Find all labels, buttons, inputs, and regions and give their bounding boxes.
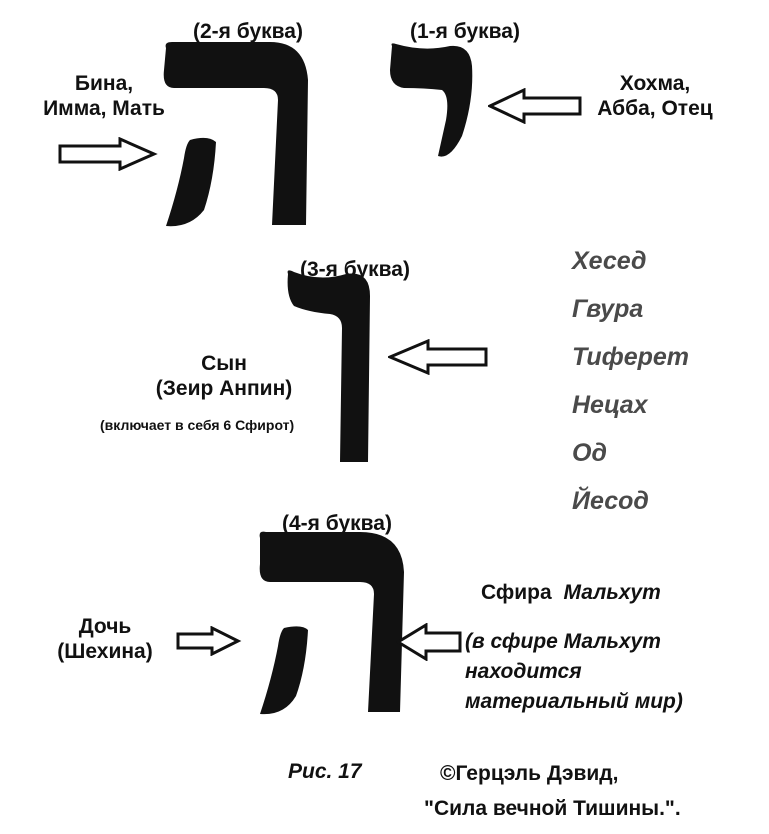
letter3-note: (включает в себя 6 Сфирот)	[100, 417, 295, 433]
letter4-label-line1: Дочь	[78, 615, 132, 638]
copyright-line: ©Герцэль Дэвид,	[440, 762, 619, 785]
sefira-netzach: Нецах	[572, 391, 648, 419]
letter4-label: Дочь (Шехина)	[40, 615, 170, 665]
letter2-label-line2: Имма, Мать	[43, 96, 165, 120]
letter1-label: Хохма, Абба, Отец	[580, 72, 730, 122]
he-letter-bottom	[259, 531, 404, 715]
arrow-left-icon	[388, 339, 488, 375]
malkhut-note-line2: находится	[465, 660, 582, 683]
figure-caption: Рис. 17	[288, 760, 362, 783]
malkhut-note-line1: (в сфире Мальхут	[465, 630, 661, 653]
letter2-caption: (2-я буква)	[193, 20, 303, 43]
sefira-yesod: Йесод	[572, 487, 649, 515]
yod-letter	[390, 43, 473, 157]
malkhut-note: (в сфире Мальхут находится материальный …	[465, 627, 683, 717]
vav-letter	[287, 270, 370, 462]
letter3-label-line1: Сын	[201, 352, 247, 375]
sefira-tiferet: Тиферет	[572, 343, 690, 371]
letter2-label-line1: Бина,	[74, 72, 134, 95]
sefira-hod: Од	[572, 439, 607, 467]
arrow-left-icon	[488, 88, 582, 124]
sefira-gevura: Гвура	[572, 295, 644, 323]
malkhut-heading: Сфира Мальхут	[481, 581, 661, 606]
letter3-label: Сын (Зеир Анпин)	[144, 352, 304, 402]
letter1-label-line2: Абба, Отец	[597, 96, 713, 120]
arrow-right-icon	[58, 137, 158, 171]
sefira-chesed: Хесед	[572, 247, 647, 275]
he-letter-top	[163, 42, 308, 227]
malkhut-name: Мальхут	[563, 581, 661, 604]
letter1-label-line1: Хохма,	[619, 72, 691, 95]
letter3-caption: (3-я буква)	[300, 258, 410, 281]
letter3-label-line2: (Зеир Анпин)	[155, 376, 293, 400]
letter4-caption: (4-я буква)	[282, 512, 392, 535]
letter1-caption: (1-я буква)	[410, 20, 520, 43]
letter2-label: Бина, Имма, Мать	[34, 72, 174, 122]
book-title: "Сила вечной Тишины.".	[424, 797, 681, 820]
letter4-label-line2: (Шехина)	[57, 639, 153, 663]
malkhut-prefix: Сфира	[481, 581, 552, 604]
arrow-right-icon	[176, 626, 242, 656]
arrow-left-icon	[396, 623, 462, 661]
malkhut-note-line3: материальный мир)	[465, 690, 683, 713]
